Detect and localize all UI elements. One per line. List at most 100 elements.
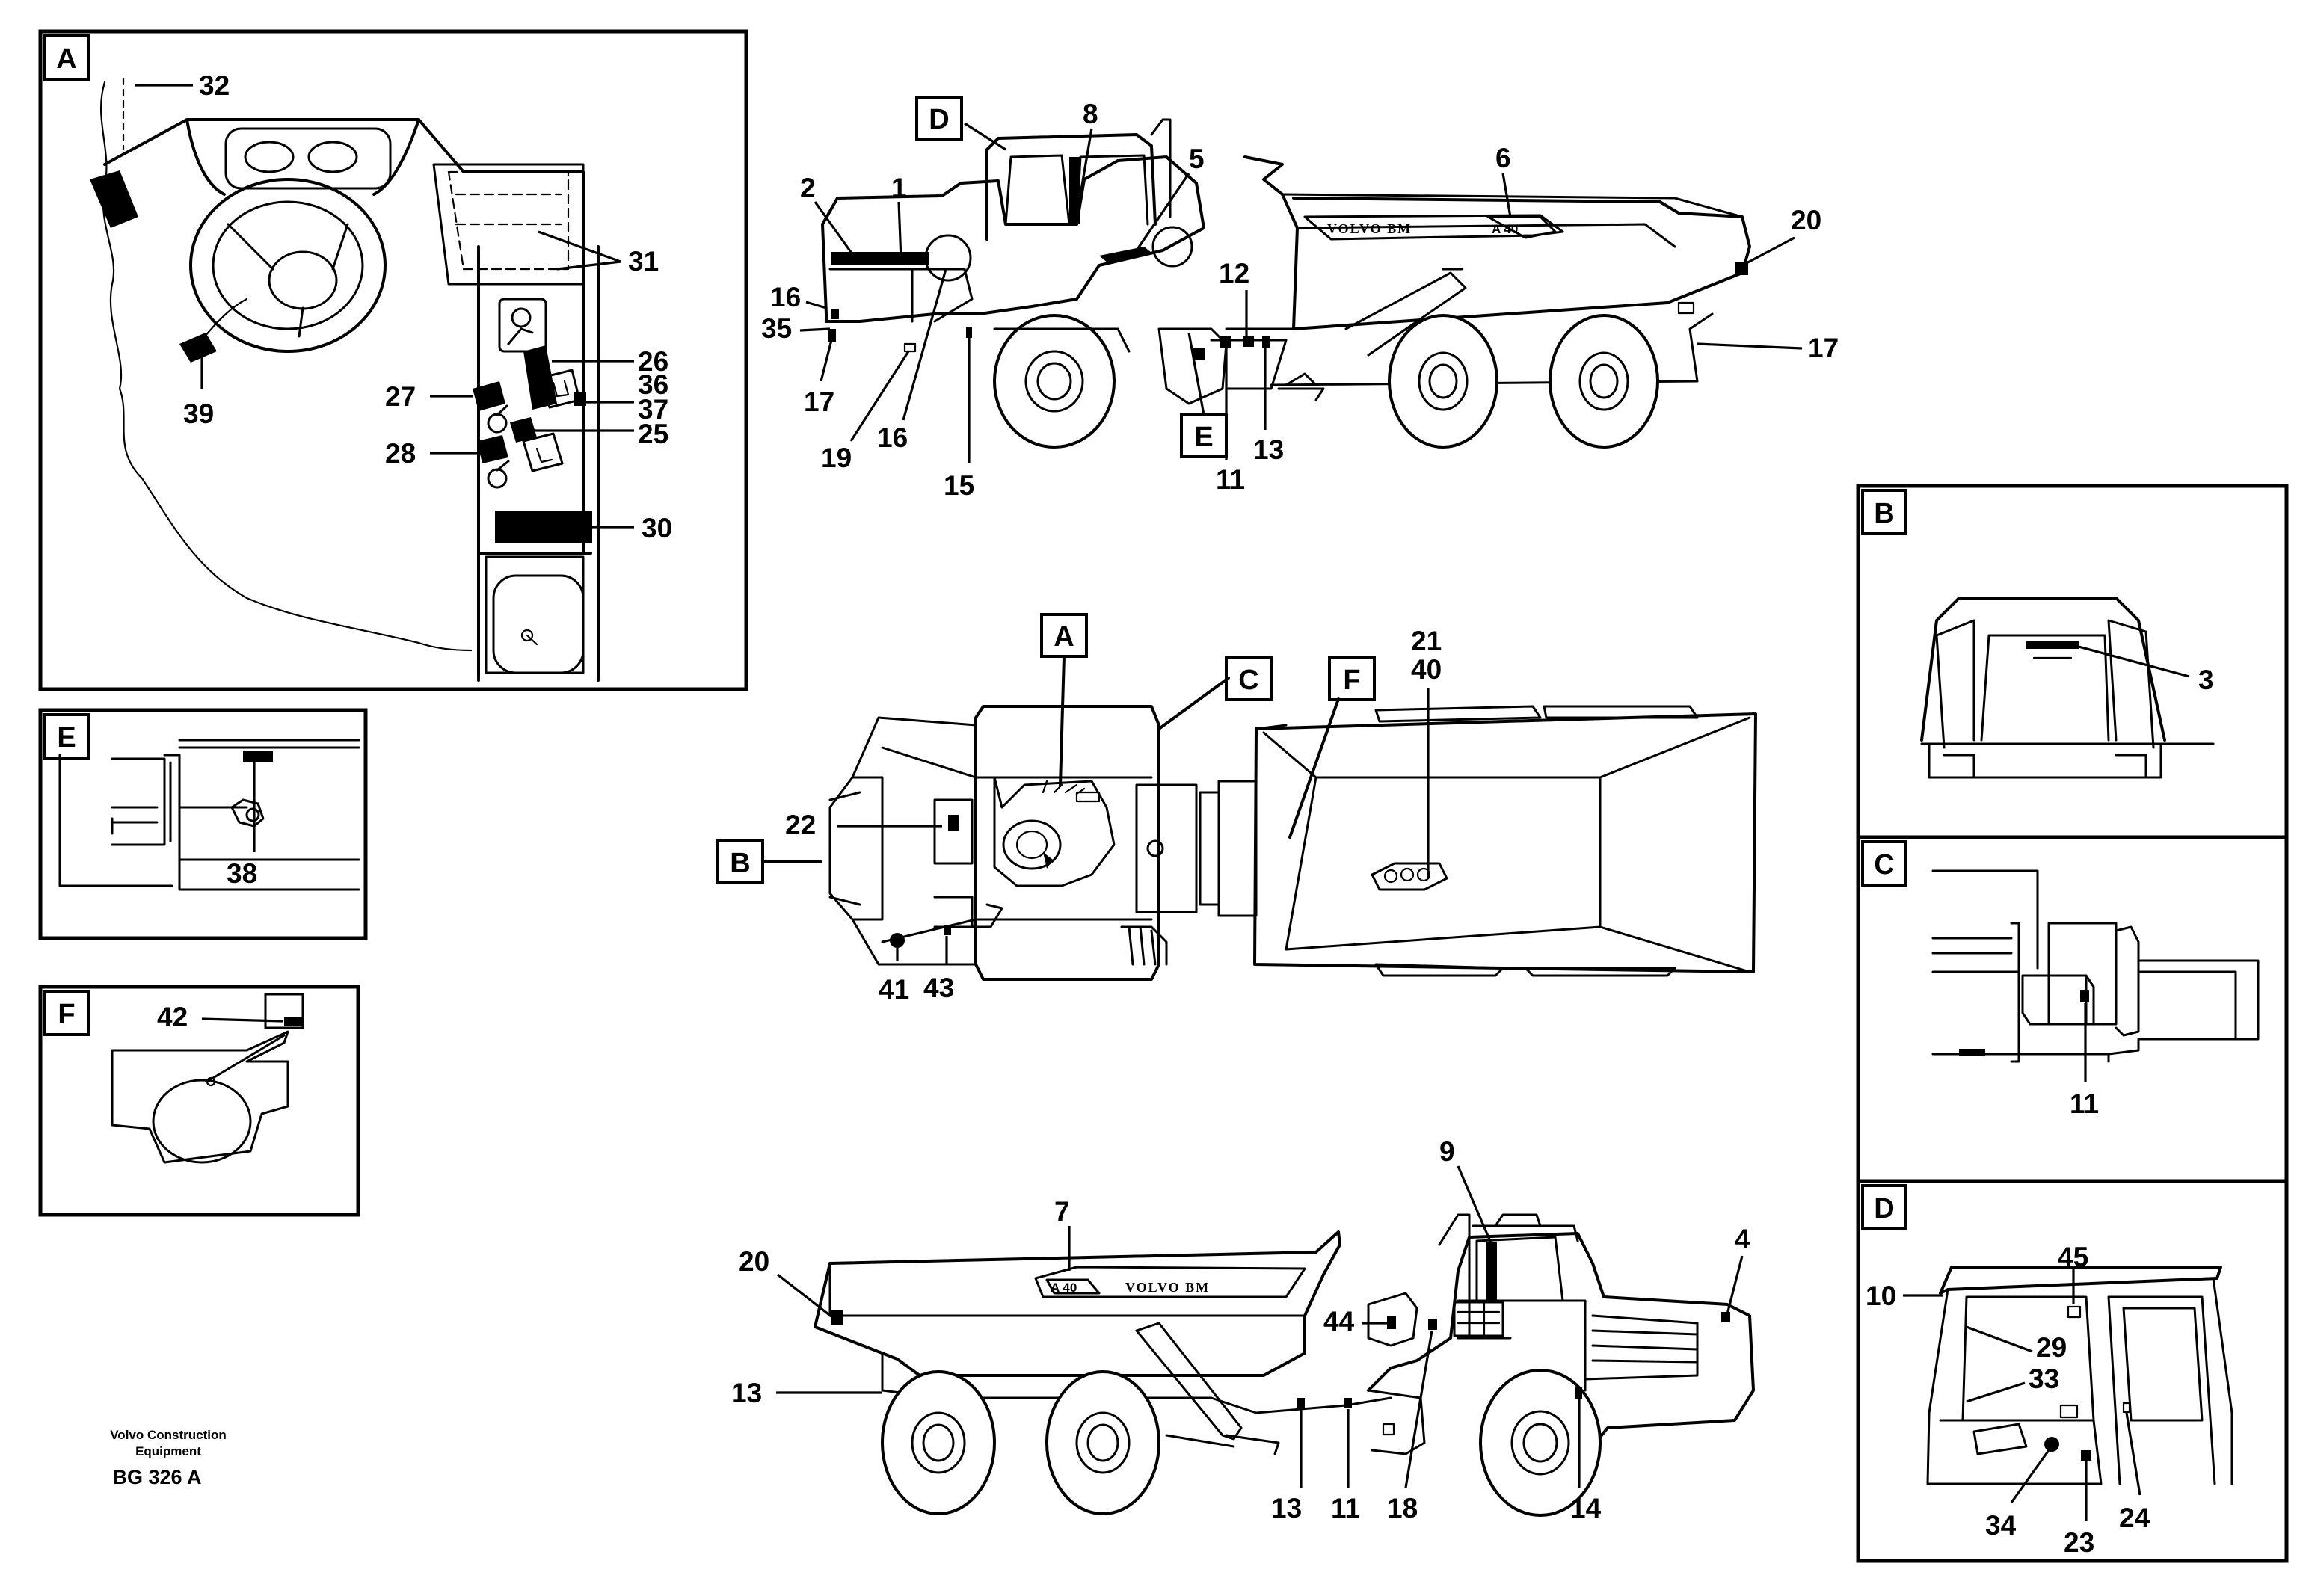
callout-panel-d-ref: D <box>929 104 949 135</box>
body-decal-model-top: A 40 <box>1492 222 1518 236</box>
panel-a-cab-interior: A <box>38 29 748 691</box>
callout-panel-f-ref: F <box>1343 665 1360 696</box>
callout-15: 15 <box>944 470 974 501</box>
decal-11-bottom <box>1344 1398 1352 1408</box>
callout-27: 27 <box>385 381 416 412</box>
decal-36-37 <box>574 392 586 406</box>
callout-19: 19 <box>821 443 852 473</box>
truck-side-view-right: A 40 VOLVO BM 20 <box>731 1136 1755 1523</box>
panel-a-letter: A <box>56 43 76 75</box>
callout-43: 43 <box>923 973 954 1003</box>
credit-line-1: Volvo Construction <box>110 1428 227 1442</box>
callout-13-b2: 13 <box>1271 1493 1302 1523</box>
callout-4: 4 <box>1735 1224 1750 1254</box>
body-decal-brand-bottom: VOLVO BM <box>1125 1280 1210 1295</box>
truck-top-view: 21 40 F A C <box>716 613 1757 1005</box>
decal-3 <box>2026 641 2079 649</box>
panel-d-letter: D <box>1874 1193 1894 1224</box>
panel-f-detail: F 42 <box>38 985 360 1217</box>
decal-34 <box>2044 1437 2059 1452</box>
callout-1: 1 <box>891 173 907 203</box>
decal-27 <box>473 381 505 411</box>
decal-11-c <box>2080 990 2089 1002</box>
panel-e-letter: E <box>57 722 76 754</box>
callout-37: 37 <box>638 394 668 425</box>
decal-26 <box>523 345 557 410</box>
decal-12 <box>1243 336 1254 347</box>
callout-2: 2 <box>800 173 816 203</box>
decal-22 <box>948 815 959 831</box>
callout-11-bottom: 11 <box>1331 1493 1360 1523</box>
decal-20-bottom <box>831 1310 843 1325</box>
callout-12: 12 <box>1219 258 1249 289</box>
callout-31: 31 <box>628 246 659 277</box>
decal-11-top <box>1220 336 1231 348</box>
callout-3: 3 <box>2198 665 2214 695</box>
decal-38 <box>243 751 273 762</box>
callout-16-mid: 16 <box>877 422 908 453</box>
truck-side-view-left: VOLVO BM A 40 D 1 2 8 5 6 <box>761 96 1839 501</box>
callout-6: 6 <box>1495 143 1511 173</box>
callout-39: 39 <box>183 398 214 429</box>
drawing-code: BG 326 A <box>112 1466 201 1488</box>
callout-14: 14 <box>1570 1493 1602 1523</box>
callout-7: 7 <box>1054 1196 1070 1227</box>
panel-f-letter: F <box>58 999 75 1030</box>
decal-32 <box>90 170 138 228</box>
callout-panel-c-ref: C <box>1238 665 1258 696</box>
callout-40: 40 <box>1411 654 1442 685</box>
callout-18: 18 <box>1387 1493 1418 1523</box>
callout-20-top: 20 <box>1791 205 1821 235</box>
callout-41: 41 <box>879 974 909 1005</box>
decal-17-front <box>828 329 836 342</box>
decal-28 <box>477 435 508 463</box>
credit-block: Volvo Construction Equipment BG 326 A <box>110 1428 227 1488</box>
callout-9: 9 <box>1439 1136 1455 1167</box>
callout-17-rear: 17 <box>1808 333 1839 363</box>
callout-23: 23 <box>2064 1527 2094 1558</box>
callout-44: 44 <box>1323 1306 1355 1337</box>
callout-24: 24 <box>2119 1503 2150 1533</box>
callout-36: 36 <box>638 369 668 400</box>
callout-16-top: 16 <box>770 282 801 312</box>
callout-29: 29 <box>2036 1332 2067 1363</box>
callout-26: 26 <box>638 346 668 377</box>
decal-14 <box>1575 1387 1582 1399</box>
callout-30: 30 <box>642 513 672 543</box>
callout-8: 8 <box>1083 99 1098 129</box>
panel-b-letter: B <box>1874 498 1894 529</box>
callout-42: 42 <box>157 1002 188 1032</box>
panel-e-detail: E 38 <box>38 708 368 940</box>
callout-17-front: 17 <box>804 386 834 417</box>
decal-9 <box>1486 1242 1497 1301</box>
callout-28: 28 <box>385 438 416 469</box>
body-decal-brand-top: VOLVO BM <box>1327 221 1412 236</box>
decal-30 <box>495 511 592 543</box>
callout-33: 33 <box>2029 1364 2059 1394</box>
callout-35: 35 <box>761 313 792 344</box>
decal-23 <box>2081 1450 2091 1461</box>
callout-panel-a-ref: A <box>1054 621 1074 653</box>
decal-15 <box>966 327 972 338</box>
callout-13-top: 13 <box>1253 434 1284 465</box>
callout-5: 5 <box>1189 144 1205 174</box>
callout-32: 32 <box>199 70 230 101</box>
callout-20-bottom: 20 <box>739 1246 769 1277</box>
callout-25: 25 <box>638 419 668 449</box>
decal-42 <box>284 1017 302 1026</box>
decal-8 <box>1069 157 1080 224</box>
decal-13-bottom <box>1297 1398 1305 1408</box>
callout-panel-e-ref: E <box>1194 422 1213 453</box>
callout-11-c: 11 <box>2070 1088 2099 1119</box>
decal-13-top <box>1262 336 1270 348</box>
callout-21: 21 <box>1411 626 1442 656</box>
callout-45: 45 <box>2058 1242 2088 1272</box>
decal-4 <box>1721 1312 1730 1322</box>
callout-38: 38 <box>227 858 257 889</box>
decal-41 <box>890 933 905 948</box>
decal-39 <box>179 333 217 363</box>
panel-d-cab-interior: D 10 45 29 33 34 23 24 <box>1856 1179 2289 1563</box>
panel-c-letter: C <box>1874 849 1894 881</box>
